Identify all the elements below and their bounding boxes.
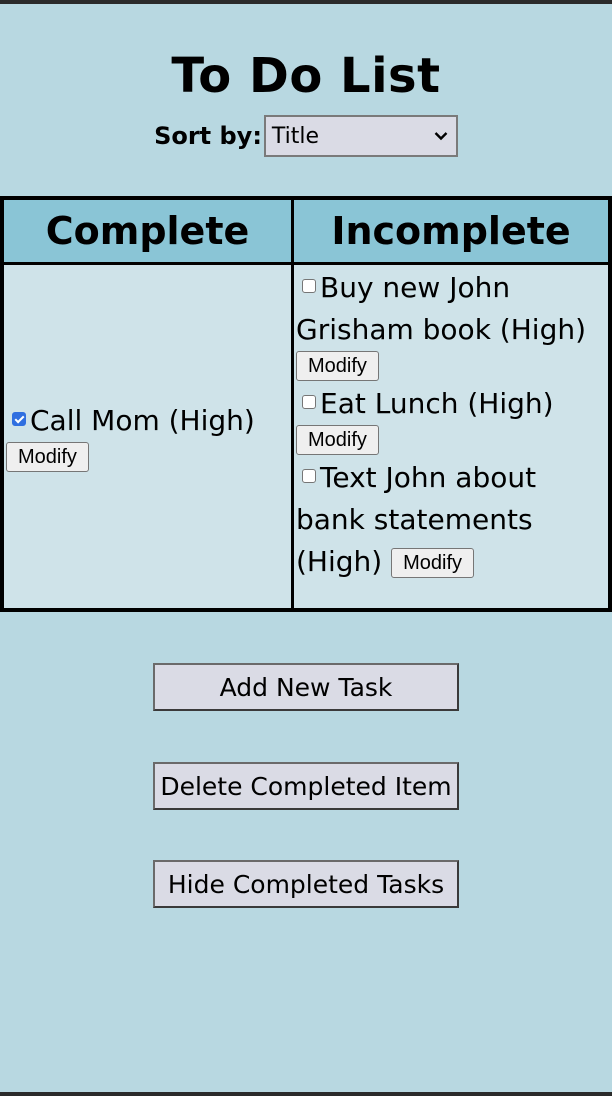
modify-button[interactable]: Modify <box>6 441 89 472</box>
incomplete-header: Incomplete <box>294 200 608 262</box>
task-item: Call Mom (High) <box>6 400 289 442</box>
top-border <box>0 0 612 4</box>
task-text: Eat Lunch (High) <box>320 387 554 420</box>
header-divider <box>4 262 608 265</box>
task-item: Eat Lunch (High) <box>296 383 606 425</box>
sort-label: Sort by: <box>154 122 262 150</box>
complete-header: Complete <box>4 200 291 262</box>
task-checkbox[interactable] <box>302 469 316 483</box>
bottom-border <box>0 1092 612 1096</box>
column-divider <box>291 200 294 608</box>
modify-button[interactable]: Modify <box>296 425 379 455</box>
task-checkbox[interactable] <box>302 395 316 409</box>
task-text: Buy new John Grisham book (High) <box>296 271 587 346</box>
sort-row: Sort by: Title <box>0 114 612 158</box>
chevron-down-icon <box>434 132 448 141</box>
sort-select[interactable]: Title <box>263 115 458 157</box>
task-checkbox[interactable] <box>12 411 26 426</box>
sort-selected-value: Title <box>271 123 320 149</box>
task-checkbox[interactable] <box>302 279 316 293</box>
incomplete-column: Buy new John Grisham book (High) Modify … <box>294 265 608 608</box>
task-text: Call Mom (High) <box>30 403 255 437</box>
hide-completed-button[interactable]: Hide Completed Tasks <box>153 860 459 908</box>
modify-button[interactable]: Modify <box>391 548 475 578</box>
delete-completed-button[interactable]: Delete Completed Item <box>153 762 459 810</box>
task-table: Complete Incomplete Call Mom (High) Modi… <box>0 196 612 612</box>
task-item: Buy new John Grisham book (High) <box>296 267 606 351</box>
page-title: To Do List <box>171 48 441 104</box>
task-item: Text John about bank statements (High) M… <box>296 457 606 583</box>
modify-button[interactable]: Modify <box>296 351 379 381</box>
task-text: Text John about bank statements (High) <box>296 461 537 578</box>
add-task-button[interactable]: Add New Task <box>153 663 459 711</box>
complete-column: Call Mom (High) Modify <box>4 265 291 608</box>
